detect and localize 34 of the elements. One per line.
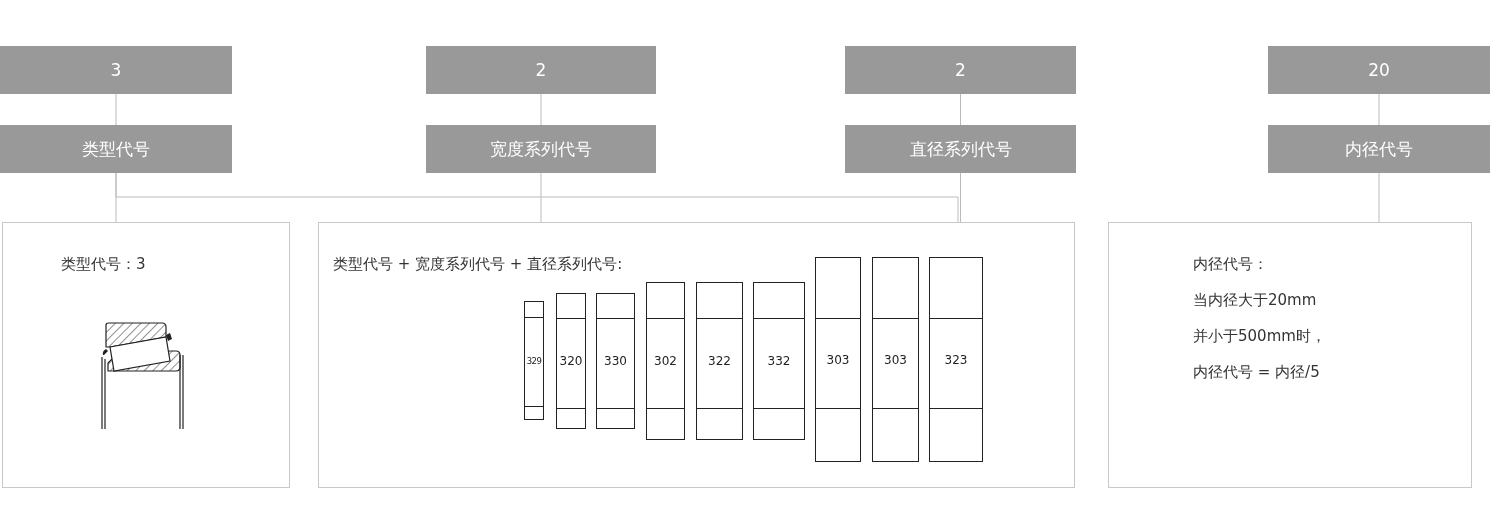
code-box: 2 bbox=[845, 46, 1076, 94]
connector-line bbox=[540, 93, 542, 126]
bearing-width-block: 329 bbox=[524, 301, 544, 420]
code-box: 宽度系列代号 bbox=[426, 125, 656, 173]
explanation-panel bbox=[2, 222, 290, 488]
formula-text: 当内径大于20mm bbox=[1193, 291, 1317, 310]
connector-line bbox=[1378, 93, 1380, 126]
connector-line bbox=[960, 172, 961, 223]
code-box: 2 bbox=[426, 46, 656, 94]
code-box: 3 bbox=[0, 46, 232, 94]
connector-line bbox=[960, 93, 961, 126]
bearing-width-block: 322 bbox=[696, 282, 743, 440]
code-box: 直径系列代号 bbox=[845, 125, 1076, 173]
connector-line bbox=[115, 172, 959, 223]
bearing-width-block: 330 bbox=[596, 293, 635, 429]
panel-heading: 内径代号： bbox=[1193, 255, 1268, 274]
explanation-panel bbox=[318, 222, 1075, 488]
code-box: 20 bbox=[1268, 46, 1490, 94]
bearing-width-block: 303 bbox=[872, 257, 919, 462]
explanation-panel bbox=[1108, 222, 1472, 488]
bearing-width-block: 320 bbox=[556, 293, 586, 429]
code-box: 类型代号 bbox=[0, 125, 232, 173]
code-box: 内径代号 bbox=[1268, 125, 1490, 173]
panel-heading: 类型代号 + 宽度系列代号 + 直径系列代号: bbox=[333, 255, 623, 274]
bearing-width-block: 303 bbox=[815, 257, 861, 462]
connector-line bbox=[540, 172, 542, 223]
panel-heading: 类型代号：3 bbox=[61, 255, 146, 274]
bearing-width-block: 332 bbox=[753, 282, 805, 440]
formula-text: 并小于500mm时， bbox=[1193, 327, 1326, 346]
formula-text: 内径代号 = 内径/5 bbox=[1193, 363, 1320, 382]
bearing-width-block: 302 bbox=[646, 282, 685, 440]
connector-line bbox=[1378, 172, 1380, 223]
connector-line bbox=[115, 93, 117, 126]
bearing-width-block: 323 bbox=[929, 257, 983, 462]
